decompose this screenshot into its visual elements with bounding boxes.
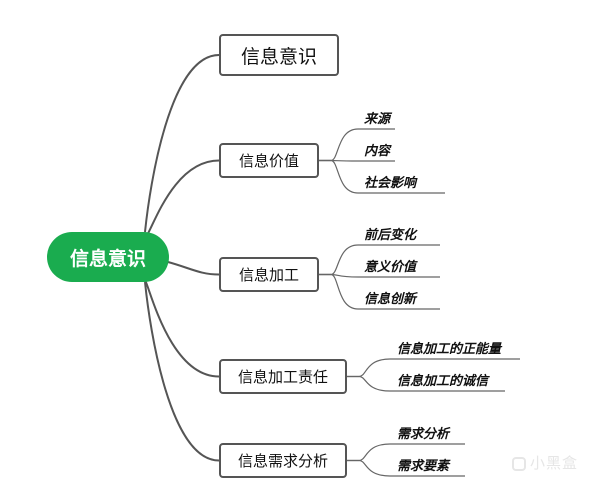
leaf-connector [347, 375, 505, 392]
leaf-node[interactable]: 需求分析 [397, 427, 450, 442]
leaf-node[interactable]: 内容 [364, 144, 391, 159]
leaf-connector [347, 459, 465, 477]
leaf-connector [319, 159, 445, 194]
leaf-node[interactable]: 需求要素 [397, 459, 450, 474]
watermark: 小黑盒 [512, 452, 578, 473]
root-connector [144, 54, 220, 233]
leaf-node[interactable]: 来源 [364, 112, 391, 127]
branch-node-3[interactable]: 信息加工 [219, 257, 319, 292]
root-connector [144, 281, 220, 462]
leaf-node[interactable]: 信息创新 [364, 292, 417, 307]
root-node[interactable]: 信息意识 [47, 232, 169, 282]
leaf-node[interactable]: 信息加工的正能量 [397, 342, 502, 357]
branch-node-1[interactable]: 信息意识 [219, 34, 339, 76]
root-connector [144, 159, 220, 239]
root-connector [167, 261, 220, 276]
leaf-node[interactable]: 前后变化 [364, 228, 417, 243]
leaf-node[interactable]: 意义价值 [364, 260, 417, 275]
leaf-node[interactable]: 信息加工的诚信 [397, 374, 489, 389]
leaf-connector [319, 273, 440, 310]
leaf-node[interactable]: 社会影响 [364, 176, 417, 191]
branch-node-4[interactable]: 信息加工责任 [219, 359, 347, 394]
root-connector [144, 279, 220, 378]
branch-node-2[interactable]: 信息价值 [219, 143, 319, 178]
watermark-logo-icon [512, 456, 526, 471]
branch-node-5[interactable]: 信息需求分析 [219, 443, 347, 478]
